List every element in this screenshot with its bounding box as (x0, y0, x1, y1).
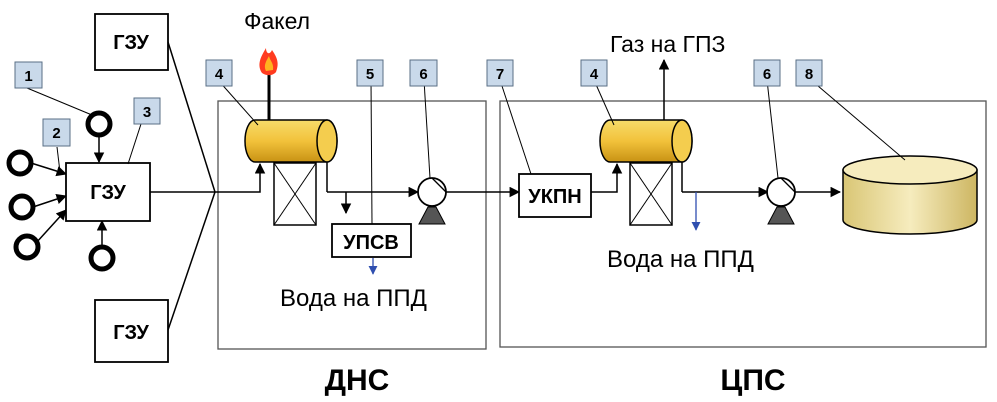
callout-3: 3 (133, 97, 161, 125)
svg-text:7: 7 (496, 66, 504, 83)
well-icon (6, 149, 34, 177)
callout-4-dns: 4 (205, 59, 233, 87)
dns-station-label: ДНС (325, 364, 390, 397)
pump-icon-cps (766, 177, 796, 225)
upsv-label: УПСВ (343, 232, 399, 254)
callouts: 1 2 3 4 5 6 7 4 (14, 59, 823, 147)
cps-station-label: ЦПС (720, 364, 785, 397)
well-icon (88, 244, 116, 272)
callout-6-dns: 6 (409, 59, 438, 87)
flare-label: Факел (244, 8, 310, 34)
ukpn-box (518, 173, 592, 218)
svg-text:8: 8 (805, 66, 813, 83)
gas-to-gpz-label: Газ на ГПЗ (610, 31, 725, 57)
gzu-bottom-box (94, 299, 169, 363)
svg-text:3: 3 (143, 104, 151, 121)
svg-text:6: 6 (419, 66, 427, 83)
water-ppd-label-1: Вода на ППД (280, 285, 427, 312)
dns-frame (217, 100, 487, 350)
svg-text:1: 1 (24, 68, 32, 85)
svg-text:4: 4 (590, 66, 599, 83)
ukpn-label: УКПН (528, 186, 581, 208)
callout-1: 1 (14, 61, 43, 89)
svg-text:2: 2 (52, 125, 60, 142)
cps-separator (599, 119, 693, 226)
svg-text:6: 6 (763, 66, 771, 83)
wells (6, 110, 116, 272)
gzu-top-box (94, 13, 169, 71)
cps-frame (499, 100, 987, 348)
gzu-top-label: ГЗУ (113, 32, 149, 54)
callout-2: 2 (42, 118, 71, 147)
well-icon (85, 110, 113, 138)
svg-text:4: 4 (215, 66, 224, 83)
svg-text:5: 5 (366, 66, 374, 83)
well-icon (8, 193, 36, 221)
gzu-main-label: ГЗУ (90, 182, 126, 204)
water-ppd-label-2: Вода на ППД (607, 246, 754, 273)
well-icon (13, 233, 41, 261)
pump-icon-dns (417, 177, 447, 225)
callout-6-cps: 6 (753, 59, 781, 87)
callout-4-cps: 4 (580, 59, 608, 87)
callout-5: 5 (356, 59, 384, 87)
upsv-box (331, 223, 412, 258)
storage-tank (842, 155, 978, 235)
flame-icon (259, 48, 278, 76)
callout-8: 8 (795, 59, 823, 87)
gzu-bottom-label: ГЗУ (113, 322, 149, 344)
callout-7: 7 (486, 59, 514, 87)
dns-separator (244, 119, 338, 226)
